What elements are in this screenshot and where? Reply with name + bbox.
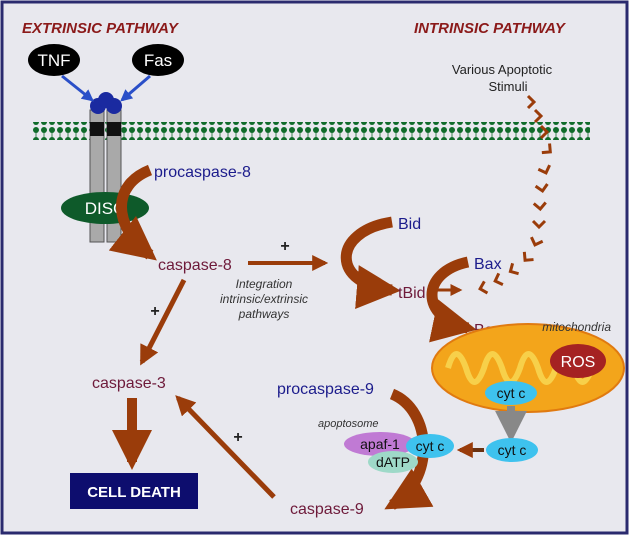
disc-label: DISC: [85, 199, 126, 218]
cell-membrane: [32, 122, 590, 140]
bax-activation-arrow: [426, 256, 477, 343]
cell-death-label: CELL DEATH: [87, 484, 181, 501]
tbid-label: tBid: [398, 285, 426, 302]
caspase8-label: caspase-8: [158, 257, 232, 274]
caspase3-label: caspase-3: [92, 375, 166, 392]
stimuli-chevron-path: [478, 94, 552, 295]
apoptosome-label: apoptosome: [318, 418, 379, 430]
cytc-released-badge: [486, 438, 538, 462]
mitochondria-label: mitochondria: [542, 320, 611, 334]
datp-label: dATP: [376, 454, 410, 470]
fas-ligand: Fas: [132, 44, 184, 76]
mitochondrion: ROS cyt c: [431, 323, 625, 413]
cytc-released-label: cyt c: [498, 442, 527, 458]
casp9-to-casp3-arrow: [175, 395, 276, 499]
apaf1-badge: [344, 432, 416, 456]
plus-casp8-casp3: +: [150, 303, 159, 320]
intrinsic-header: INTRINSIC PATHWAY: [414, 20, 567, 37]
fas-binding-arrow: [120, 74, 151, 102]
apaf1-label: apaf-1: [360, 436, 400, 452]
stimuli-line2: Stimuli: [488, 79, 527, 94]
integration-line1: Integration: [236, 277, 293, 291]
datp-badge: [368, 451, 418, 473]
apoptosome-cytc-badge: [406, 434, 454, 458]
procaspase9-label: procaspase-9: [277, 381, 374, 398]
plus-casp8-tbid: +: [280, 238, 289, 255]
bid-label: Bid: [398, 216, 421, 233]
extrinsic-header: EXTRINSIC PATHWAY: [22, 20, 180, 37]
caspase9-label: caspase-9: [290, 501, 364, 518]
disc-complex: DISC: [61, 192, 149, 224]
fas-label: Fas: [144, 51, 172, 70]
bid-cleavage-arrow: [340, 216, 401, 309]
integration-line3: pathways: [238, 307, 290, 321]
tnf-label: TNF: [37, 51, 70, 70]
casp8-activation-arrow: [108, 164, 157, 261]
bax-top-label: Bax: [474, 256, 502, 273]
apoptosome-cytc-label: cyt c: [416, 438, 445, 454]
ros-badge: [550, 344, 606, 378]
tnf-ligand: TNF: [28, 44, 80, 76]
cytc-inner-label: cyt c: [497, 385, 526, 401]
cell-death-box: [70, 473, 198, 509]
integration-line2: intrinsic/extrinsic: [220, 292, 308, 306]
stimuli-line1: Various Apoptotic: [452, 62, 553, 77]
ros-label: ROS: [561, 354, 596, 371]
casp8-to-casp3-arrow: [139, 278, 187, 366]
plus-casp9-casp3: +: [233, 429, 242, 446]
procaspase8-label: procaspase-8: [154, 164, 251, 181]
apoptosome-complex: apaf-1 dATP cyt c: [344, 432, 454, 473]
tnf-binding-arrow: [61, 74, 94, 102]
